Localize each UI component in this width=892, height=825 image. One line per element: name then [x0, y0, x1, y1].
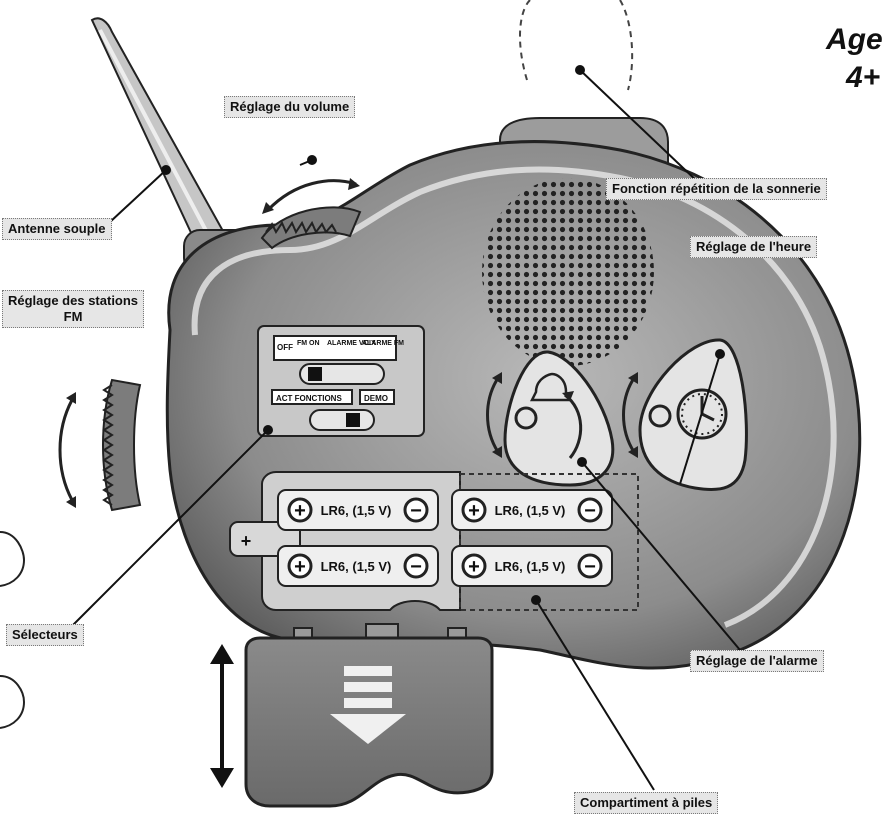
extra-battery-plus-symbol: +: [241, 531, 252, 551]
volume-wheel: [260, 206, 362, 250]
time-rotate-left-arrow: [622, 377, 636, 453]
time-button-dot: [648, 404, 672, 428]
battery-cell: + LR6, (1,5 V) −: [451, 489, 613, 531]
label-antenna: Antenne souple: [2, 218, 112, 240]
battery-lid: [244, 623, 494, 808]
switch-act-fonctions-label: ACT FONCTIONS: [276, 394, 342, 403]
alarm-button-dot: [514, 406, 538, 430]
battery-plus-symbol: +: [294, 556, 306, 578]
battery-minus-icon: [577, 553, 603, 579]
label-fm-stations: Réglage des stations FM: [2, 290, 145, 328]
age-value: 4+: [846, 61, 881, 94]
edge-circle-bottom: [0, 675, 26, 729]
label-time-setting: Réglage de l'heure: [690, 236, 818, 258]
battery-cells: + LR6, (1,5 V) − + LR6, (1,5 V) − + LR6, (1,5 V…: [241, 489, 613, 587]
volume-arrow: [266, 179, 357, 212]
label-fm-stations-line2: FM: [63, 309, 83, 324]
battery-minus-icon: [577, 497, 603, 523]
lid-arrow-icon: [330, 714, 406, 744]
label-battery-compartment: Compartiment à piles: [574, 792, 719, 814]
speaker-grille: [482, 178, 654, 366]
battery-cell-label: LR6, (1,5 V): [321, 559, 392, 574]
switch-panel: OFF FM ON ALARME VOIX ALARME FM ACT FONC…: [257, 325, 425, 437]
label-alarm-setting: Réglage de l'alarme: [690, 650, 824, 672]
battery-cell-label: LR6, (1,5 V): [321, 503, 392, 518]
time-button: [638, 338, 748, 492]
body-rim: [191, 166, 837, 628]
label-fm-stations-line1: Réglage des stations: [8, 293, 139, 308]
switch-fm-on-label: FM ON: [297, 340, 320, 347]
edge-circle-top: [0, 531, 26, 587]
alarm-button: [503, 350, 615, 487]
age-label: Age: [826, 23, 883, 56]
label-volume: Réglage du volume: [224, 96, 356, 118]
demo-slider-track: [309, 409, 375, 431]
mode-slider-knob: [308, 367, 322, 381]
battery-cell-label: LR6, (1,5 V): [495, 559, 566, 574]
battery-cell: + LR6, (1,5 V) −: [277, 489, 439, 531]
switch-alarme-voix-label: ALARME VOIX: [327, 340, 376, 347]
leader-lines: [67, 69, 741, 791]
battery-plus-icon: [461, 497, 487, 523]
demo-slider-knob: [346, 413, 360, 427]
bell-icon: [529, 372, 573, 402]
battery-minus-icon: [403, 497, 429, 523]
switch-alarme-fm-label: ALARME FM: [362, 340, 404, 347]
battery-minus-symbol: −: [410, 556, 422, 578]
battery-plus-icon: [287, 553, 313, 579]
battery-cell-label: LR6, (1,5 V): [495, 503, 566, 518]
label-snooze: Fonction répétition de la sonnerie: [606, 178, 827, 200]
label-selectors: Sélecteurs: [6, 624, 84, 646]
leader-dots: [161, 65, 725, 605]
battery-minus-symbol: −: [584, 556, 596, 578]
battery-plus-symbol: +: [294, 500, 306, 522]
alarm-rotate-left-arrow: [486, 377, 500, 453]
battery-compartment-dashed-area: [459, 473, 639, 611]
battery-plus-icon: [461, 553, 487, 579]
battery-minus-symbol: −: [584, 500, 596, 522]
battery-minus-symbol: −: [410, 500, 422, 522]
clock-icon: [676, 388, 728, 440]
antenna-highlight: [98, 29, 214, 243]
strap-outline: [518, 0, 634, 91]
battery-plus-symbol: +: [468, 556, 480, 578]
fm-wheel-arrow: [58, 399, 74, 501]
battery-plus-symbol: +: [468, 500, 480, 522]
fm-tuning-wheel: [102, 378, 142, 512]
battery-cell: + LR6, (1,5 V) −: [277, 545, 439, 587]
switch-off-label: OFF: [277, 343, 293, 352]
switch-demo-label: DEMO: [364, 394, 388, 403]
battery-plus-icon: [287, 497, 313, 523]
battery-cell: + LR6, (1,5 V) −: [451, 545, 613, 587]
battery-minus-icon: [403, 553, 429, 579]
